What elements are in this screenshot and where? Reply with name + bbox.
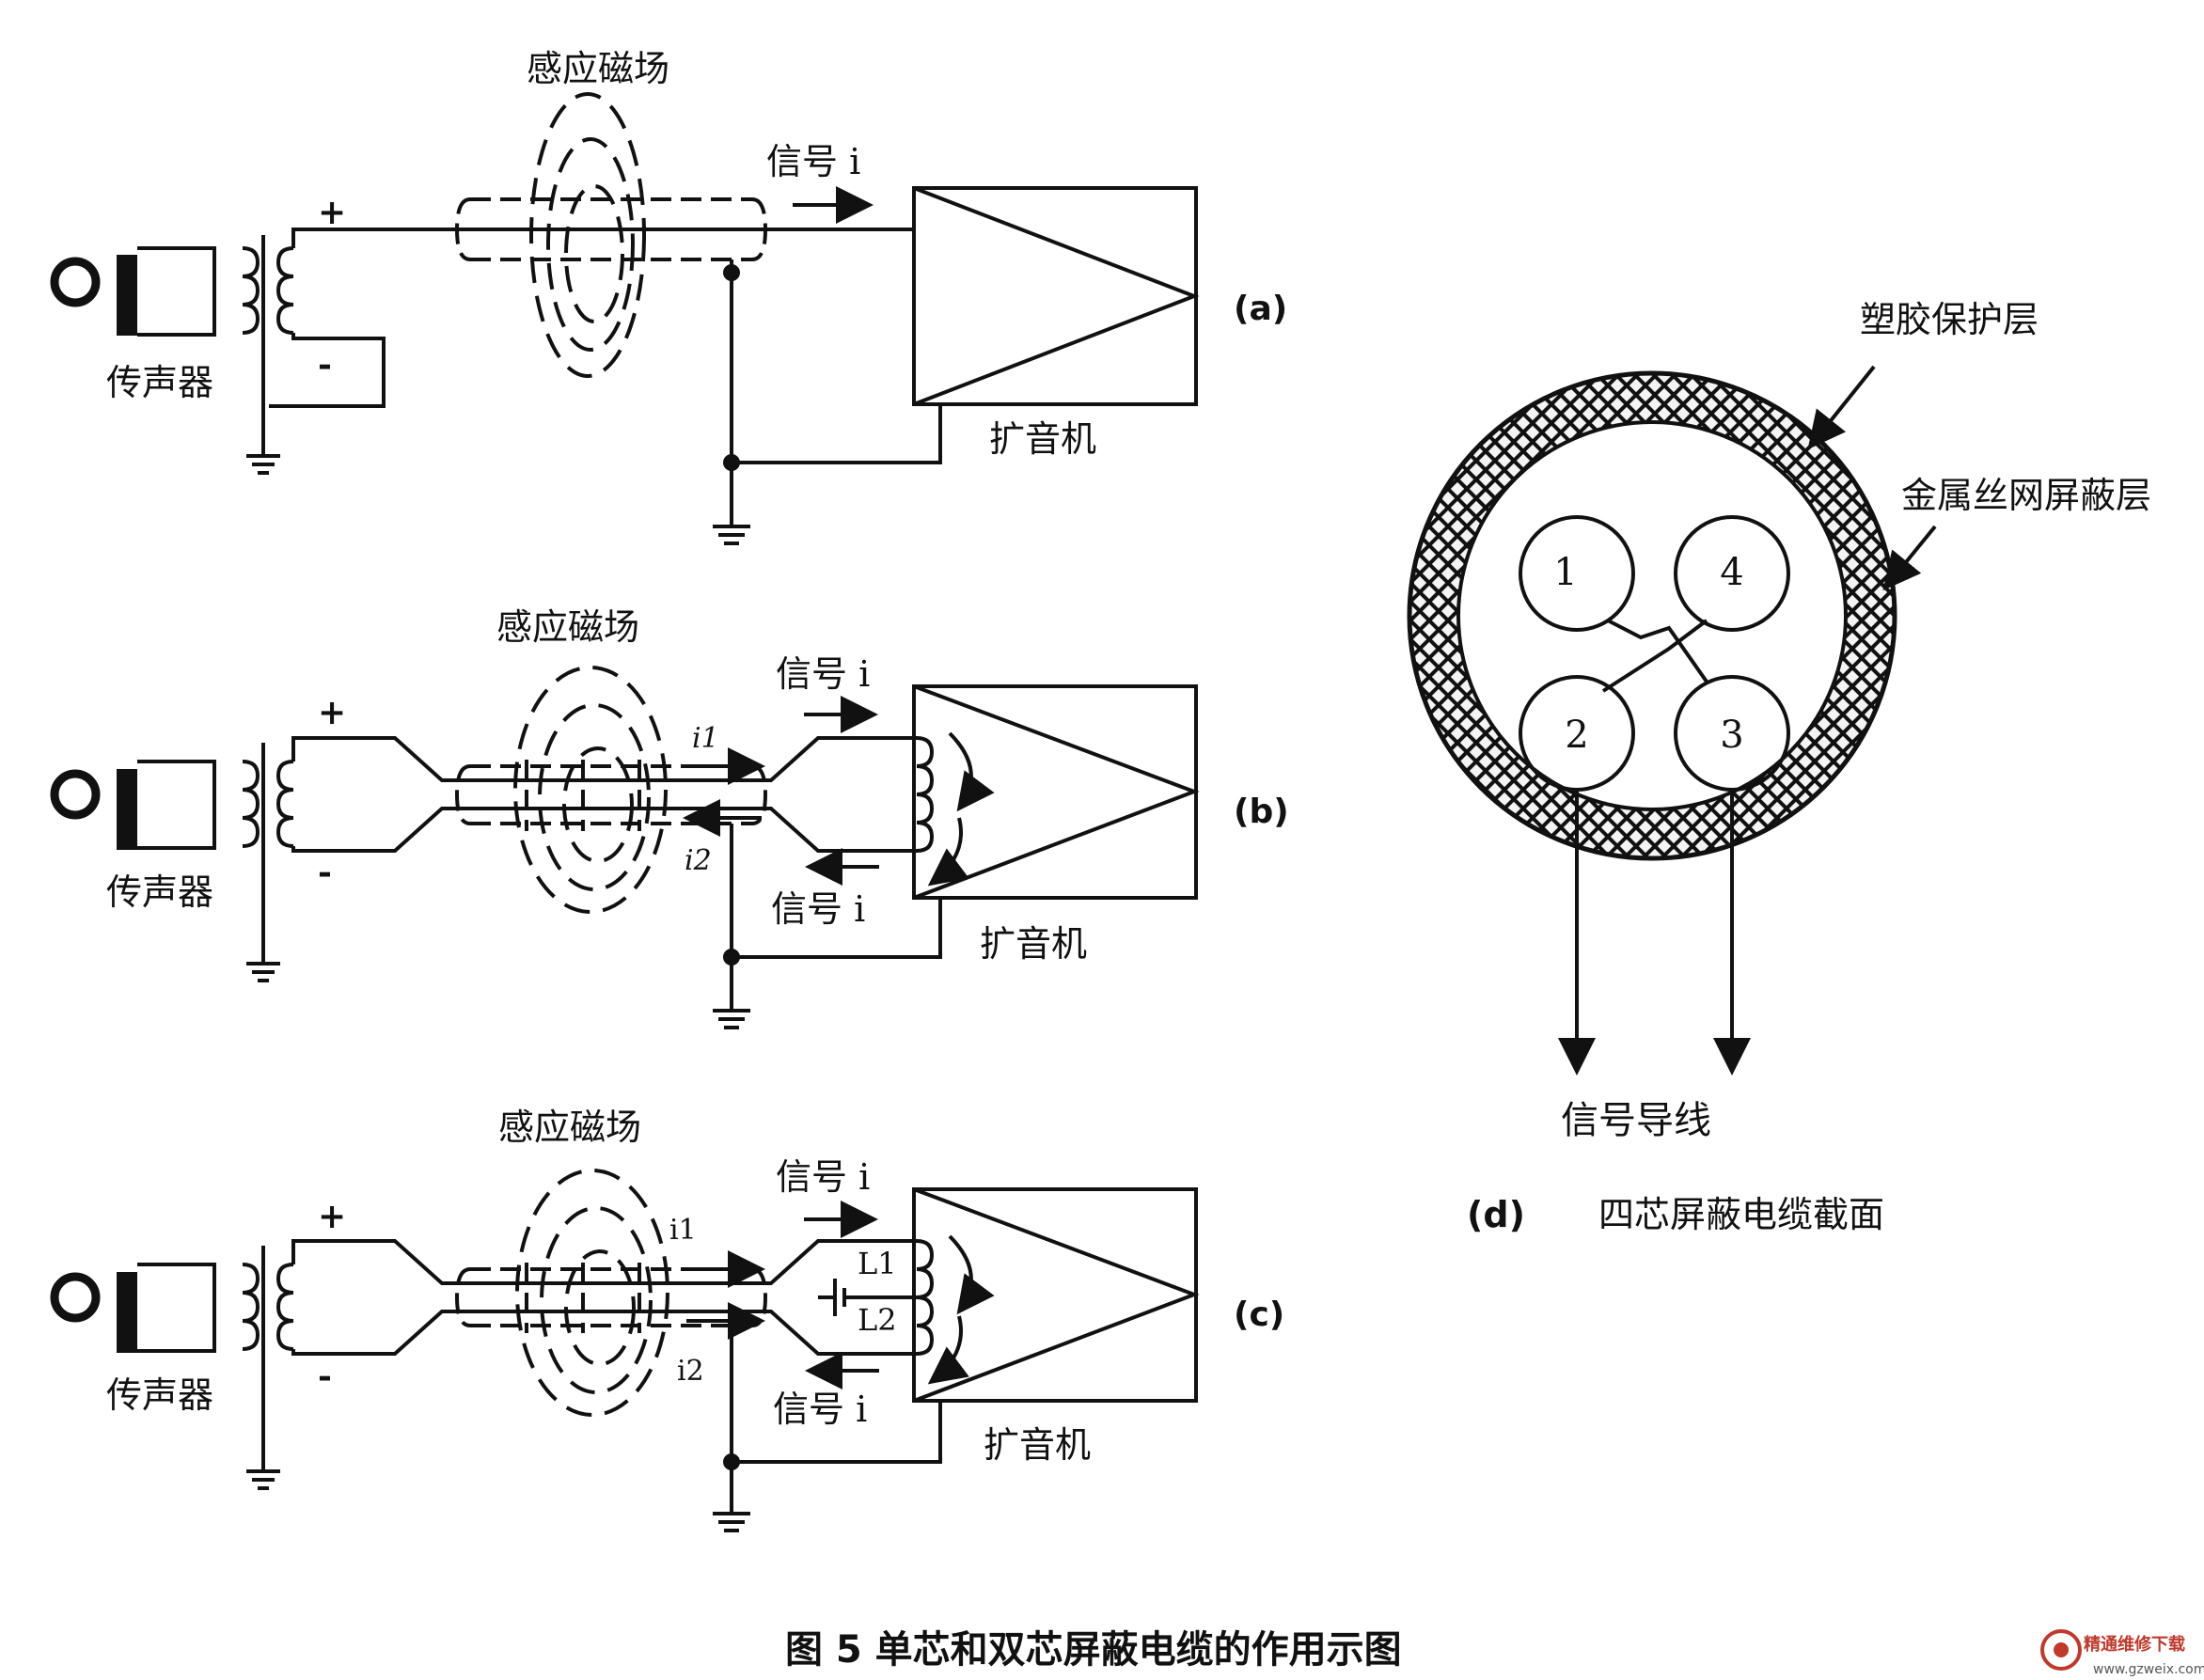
minus-label: - [318, 1357, 332, 1396]
transformer-icon [242, 1239, 917, 1490]
twist-1-3 [1607, 619, 1708, 683]
transformer-icon [242, 228, 451, 475]
watermark-text: 精通维修下载 [2084, 1634, 2185, 1655]
plus-label: + [318, 193, 346, 232]
mesh-layer-pointer [1882, 525, 1937, 591]
panel-d-title: 四芯屏蔽电缆截面 [1598, 1194, 1884, 1235]
metal-mesh-shield-ring [1409, 373, 1895, 858]
panel-c-labels: 感应磁场 信号 i 信号 i i1 i2 L1 L2 + - 传声器 扩音机 (… [106, 1107, 1284, 1466]
panel-b-letter: (b) [1234, 793, 1289, 831]
coil-l1-label: L1 [858, 1246, 897, 1281]
signal-wires-label: 信号导线 [1561, 1099, 1711, 1142]
panel-b [50, 666, 1200, 1029]
panel-c-letter: (c) [1234, 1295, 1284, 1334]
microphone-icon [50, 1263, 216, 1353]
current-i2-label: i2 [677, 1355, 704, 1388]
coil-l2-label: L2 [858, 1302, 897, 1338]
minus-label: - [318, 345, 332, 385]
amplifier-icon [912, 1187, 1200, 1403]
amplifier-icon [912, 684, 1200, 900]
amplifier-icon [912, 186, 1200, 406]
panel-c [50, 1169, 1200, 1532]
plastic-layer-pointer [1807, 365, 1876, 450]
microphone-icon [50, 246, 216, 337]
figure-caption: 图 5 单芯和双芯屏蔽电缆的作用示图 [785, 1628, 1402, 1672]
core-4 [1674, 515, 1790, 632]
amplifier-label: 扩音机 [989, 418, 1096, 460]
magnetic-field-label: 感应磁场 [527, 48, 669, 89]
microphone-label: 传声器 [106, 1374, 213, 1416]
panel-a [50, 92, 1200, 545]
signal-label-top: 信号 i [776, 653, 870, 695]
core-3-label: 3 [1720, 714, 1743, 757]
amplifier-label: 扩音机 [980, 923, 1087, 965]
cable-inner-boundary [1456, 420, 1848, 811]
current-i1-label: i1 [669, 1214, 697, 1247]
mesh-layer-label: 金属丝网屏蔽层 [1901, 475, 2151, 516]
core-1 [1519, 515, 1635, 632]
magnetic-field-loops [529, 92, 646, 378]
panel-d-cable-cross-section: 1 4 2 3 塑胶保护层 金属丝网屏蔽层 信号导线 (d) 四芯屏蔽电缆截面 [1407, 299, 2151, 1235]
signal-label-bottom: 信号 i [771, 888, 865, 930]
plus-label: + [318, 693, 346, 732]
cable-shield [454, 760, 768, 831]
magnetic-field-loops [515, 1169, 669, 1417]
panel-a-labels: 感应磁场 信号 i + - 传声器 扩音机 (a) [106, 48, 1287, 460]
panel-a-letter: (a) [1234, 290, 1287, 328]
watermark-url: www.gzweix.com [2093, 1662, 2204, 1677]
current-i2-label: i2 [685, 844, 712, 877]
watermark-logo: 精通维修下载 www.gzweix.com [2040, 1629, 2204, 1677]
magnetic-field-label: 感应磁场 [496, 606, 639, 648]
microphone-label: 传声器 [106, 362, 213, 403]
minus-label: - [318, 853, 332, 892]
amplifier-label: 扩音机 [984, 1424, 1091, 1466]
transformer-icon [242, 736, 917, 982]
core-2-label: 2 [1565, 714, 1588, 757]
microphone-label: 传声器 [106, 871, 213, 913]
panel-d-letter: (d) [1467, 1194, 1525, 1235]
twist-4-2 [1601, 619, 1708, 693]
microphone-icon [50, 760, 216, 850]
plus-label: + [318, 1197, 346, 1236]
core-4-label: 4 [1720, 551, 1743, 594]
magnetic-field-label: 感应磁场 [498, 1107, 641, 1148]
signal-label-top: 信号 i [776, 1156, 870, 1198]
plastic-outer-jacket [1407, 370, 1897, 861]
panel-b-labels: 感应磁场 信号 i 信号 i i1 i2 + - 传声器 扩音机 (b) [106, 606, 1289, 965]
signal-label: 信号 i [766, 141, 860, 182]
plastic-layer-label: 塑胶保护层 [1860, 299, 2039, 340]
current-i1-label: i1 [692, 722, 719, 755]
core-1-label: 1 [1553, 551, 1577, 594]
magnetic-field-loops [513, 666, 668, 914]
signal-label-bottom: 信号 i [773, 1389, 867, 1430]
